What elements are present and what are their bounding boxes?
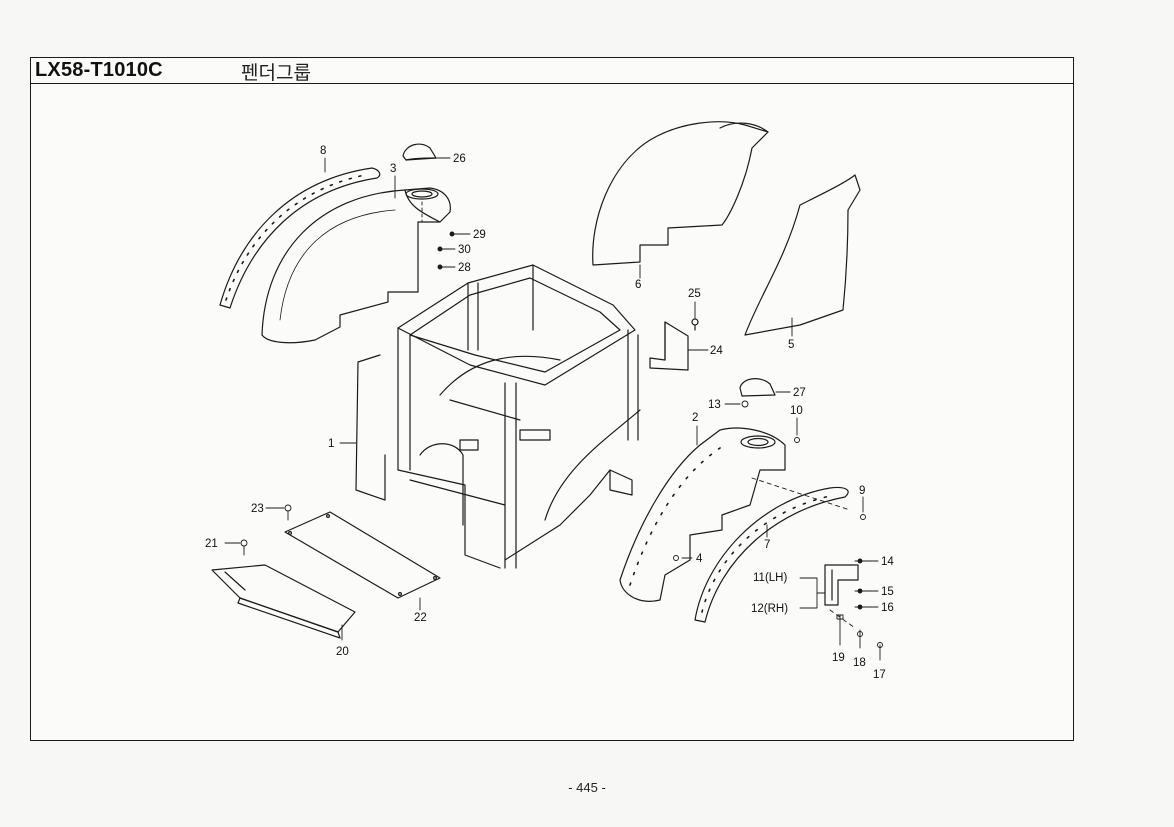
callout-15: 15 <box>881 586 894 598</box>
part-1-cab-frame <box>355 264 641 569</box>
callout-2: 2 <box>692 412 698 424</box>
callout-19: 19 <box>832 652 845 664</box>
part-26-lamp-lh <box>402 143 437 161</box>
part-11-12-bracket <box>824 564 859 606</box>
part-7-fender-trim-rh <box>694 486 849 623</box>
callout-18: 18 <box>853 657 866 669</box>
callout-21: 21 <box>205 538 218 550</box>
part-5-side-panel <box>744 174 861 336</box>
callout-9: 9 <box>859 485 865 497</box>
callout-3: 3 <box>390 163 396 175</box>
part-22-floor-plate <box>284 511 441 599</box>
callout-24: 24 <box>710 345 723 357</box>
group-name: 펜더그룹 <box>241 62 311 84</box>
part-25-bolt <box>691 318 699 331</box>
callout-28: 28 <box>458 262 471 274</box>
callout-29: 29 <box>473 229 486 241</box>
callout-30: 30 <box>458 244 471 256</box>
callout-25: 25 <box>688 288 701 300</box>
callout-6: 6 <box>635 279 641 291</box>
callout-17: 17 <box>873 669 886 681</box>
part-8-fender-trim-lh <box>219 167 381 309</box>
part-3-fender-lh <box>261 187 451 344</box>
part-27-lamp-rh <box>739 378 776 397</box>
callout-23: 23 <box>251 503 264 515</box>
part-20-floor-mat <box>211 564 356 639</box>
callout-20: 20 <box>336 646 349 658</box>
callout-13: 13 <box>708 399 721 411</box>
callout-26: 26 <box>453 153 466 165</box>
callout-11: 11(LH) <box>753 572 787 584</box>
part-24-bracket <box>649 321 689 371</box>
callout-12: 12(RH) <box>751 603 788 615</box>
callout-10: 10 <box>790 405 803 417</box>
callout-4: 4 <box>696 553 703 565</box>
callout-1: 1 <box>328 438 334 450</box>
callout-22: 22 <box>414 612 427 624</box>
callout-16: 16 <box>881 602 894 614</box>
diagram-frame: LX58-T1010C 펜더그룹 <box>30 57 1074 741</box>
callout-14: 14 <box>881 556 894 568</box>
callout-27: 27 <box>793 387 806 399</box>
callout-8: 8 <box>320 145 326 157</box>
callout-7: 7 <box>764 539 770 551</box>
part-2-fender-rh <box>619 427 786 602</box>
part-6-fender-cover-rh <box>592 121 769 266</box>
model-code: LX58-T1010C <box>35 59 163 81</box>
leader-lines <box>224 157 883 661</box>
header-bar: LX58-T1010C 펜더그룹 <box>31 58 1073 84</box>
callout-5: 5 <box>788 339 794 351</box>
page-number: - 445 - <box>568 780 606 795</box>
callout-labels: 8 3 26 29 30 28 6 5 25 24 27 13 10 2 1 9… <box>205 145 894 681</box>
